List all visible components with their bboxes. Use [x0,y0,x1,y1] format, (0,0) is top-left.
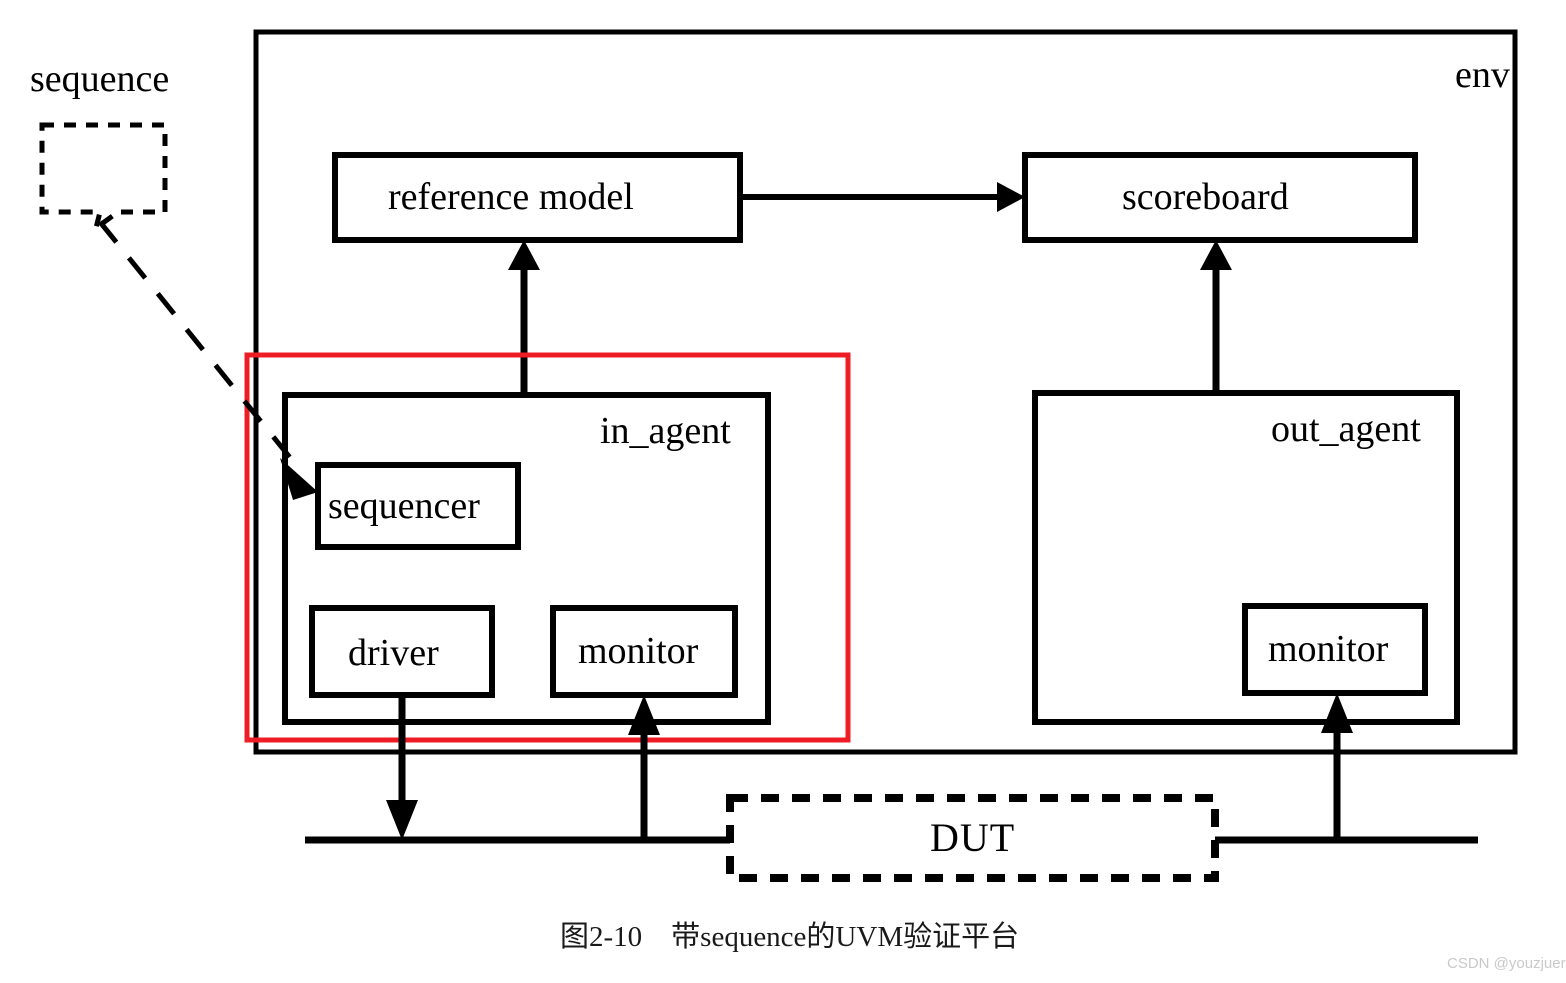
dut-label: DUT [930,815,1016,860]
sequence-leader-arrow [98,220,318,500]
figure-caption: 图2-10 带sequence的UVM验证平台 [560,921,1020,953]
sequence-callout-shape [39,122,168,235]
reference-model-label: reference model [388,176,634,218]
driver-label: driver [348,632,439,674]
out-agent-container [1032,390,1460,725]
dut-box [726,794,1219,882]
arrow-input-bus-to-in-monitor [628,695,660,840]
arrow-inagent-to-refmodel [508,240,540,395]
driver-box [309,605,495,698]
in-agent-monitor-label: monitor [578,630,699,672]
out-agent-monitor-label: monitor [1268,628,1389,670]
reference-model-box [332,152,743,243]
sequence-label: sequence [30,58,170,100]
arrow-refmodel-to-scoreboard [740,182,1025,212]
sequencer-box [315,462,521,550]
csdn-watermark: CSDN @youzjuer [1447,955,1566,972]
in-agent-monitor-box [550,605,738,698]
arrow-outagent-to-scoreboard [1200,240,1232,393]
out-agent-monitor-box [1242,603,1428,696]
arrow-driver-to-input-bus [386,695,418,840]
scoreboard-label: scoreboard [1122,176,1289,218]
in-agent-highlight-box [244,352,851,743]
in-agent-container [282,392,771,725]
env-label: env [1455,54,1510,96]
sequencer-label: sequencer [328,485,480,527]
env-container [253,29,1518,755]
out-agent-label: out_agent [1271,408,1421,450]
scoreboard-box [1022,152,1418,243]
in-agent-label: in_agent [600,410,731,452]
arrow-output-bus-to-out-monitor [1321,693,1353,840]
